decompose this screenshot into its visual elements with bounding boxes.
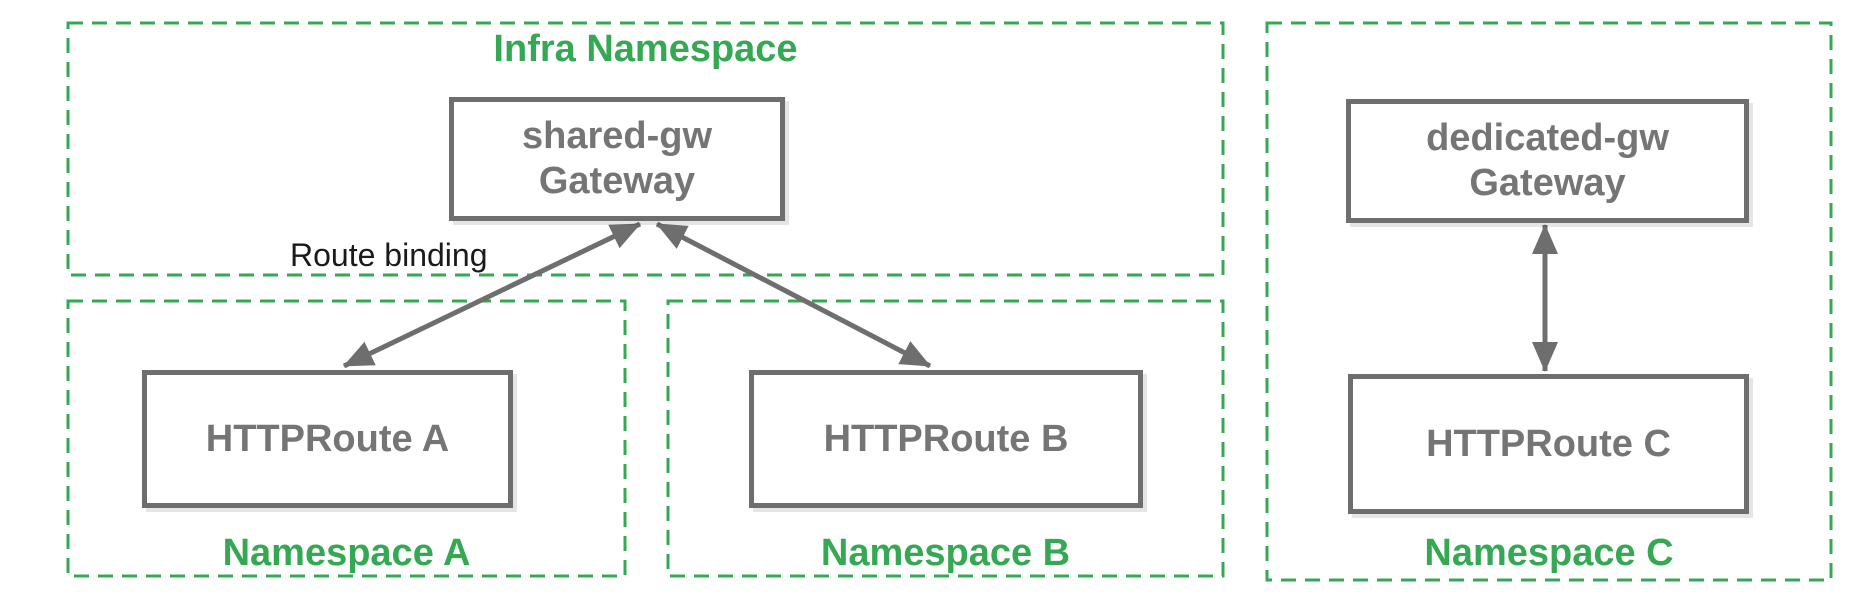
infra-namespace-border	[66, 21, 1225, 277]
httproute-a-label: HTTPRoute A	[205, 417, 450, 460]
infra-namespace-label: Infra Namespace	[493, 28, 798, 70]
shared-gw-kind: Gateway	[538, 160, 696, 202]
httproute-a-node: HTTPRoute A	[142, 370, 513, 508]
namespace-b-border	[666, 299, 1225, 578]
route-binding-annotation: Route binding	[290, 237, 488, 273]
httproute-c-label: HTTPRoute C	[1426, 422, 1671, 465]
shared-gw-name: shared-gw	[521, 115, 713, 157]
dedicated-gw-name: dedicated-gw	[1426, 117, 1669, 159]
namespace-a-label: Namespace A	[222, 532, 471, 574]
route-binding-arrow-b	[655, 221, 932, 369]
route-binding-arrow-a	[342, 221, 642, 369]
namespace-c-label: Namespace C	[1424, 532, 1674, 574]
namespace-c-border	[1265, 21, 1833, 582]
httproute-c-node: HTTPRoute C	[1348, 374, 1749, 514]
httproute-b-label: HTTPRoute B	[823, 417, 1069, 460]
namespace-b-label: Namespace B	[820, 532, 1071, 574]
dedicated-gw-kind: Gateway	[1469, 162, 1626, 204]
httproute-b-node: HTTPRoute B	[749, 370, 1143, 508]
dedicated-gw-gateway-node: dedicated-gw Gateway	[1346, 99, 1749, 223]
shared-gw-gateway-node: shared-gw Gateway	[449, 97, 785, 221]
